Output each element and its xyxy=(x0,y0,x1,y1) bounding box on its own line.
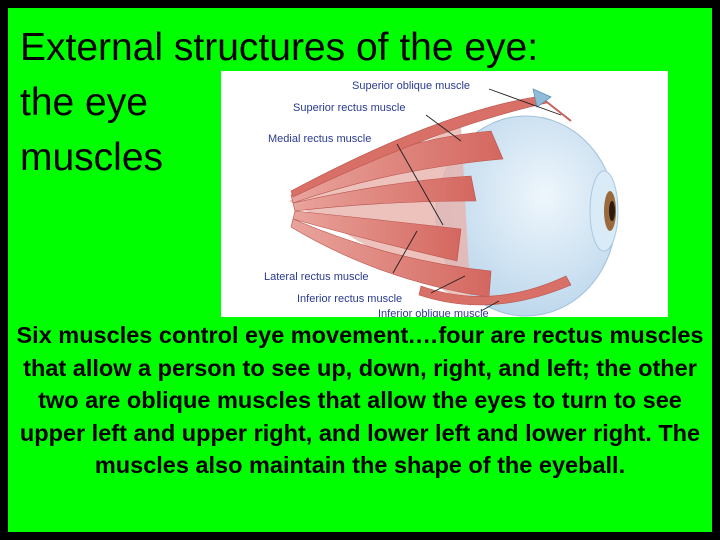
leader-superior-oblique xyxy=(488,88,562,116)
leader-medial-rectus xyxy=(396,143,444,226)
label-inferior-oblique-muscle: Inferior oblique muscle xyxy=(378,308,489,317)
title-line-3: muscles xyxy=(20,136,164,179)
label-inferior-rectus-muscle: Inferior rectus muscle xyxy=(297,293,402,305)
superior-oblique-tendon xyxy=(542,98,572,122)
slide: External structures of the eye: the eye … xyxy=(8,8,712,532)
slide-title: External structures of the eye: the eye … xyxy=(20,20,538,185)
leader-inferior-oblique xyxy=(480,300,500,312)
pupil xyxy=(609,201,615,221)
title-line-2: the eye xyxy=(20,81,148,124)
leader-inferior-rectus xyxy=(430,275,466,294)
eye-muscle-illustration: Superior oblique muscle Superior rectus … xyxy=(264,80,619,317)
medial-rectus-muscle xyxy=(292,175,477,212)
inferior-oblique-muscle xyxy=(418,275,572,306)
lateral-rectus-muscle xyxy=(292,210,462,262)
label-superior-rectus-muscle: Superior rectus muscle xyxy=(293,102,406,114)
leader-lateral-rectus xyxy=(392,230,418,274)
label-superior-oblique-muscle: Superior oblique muscle xyxy=(352,80,470,92)
title-line-1: External structures of the eye: xyxy=(20,26,539,69)
label-medial-rectus-muscle: Medial rectus muscle xyxy=(268,133,371,145)
trochlea xyxy=(532,88,552,108)
label-lateral-rectus-muscle: Lateral rectus muscle xyxy=(264,271,369,283)
eye-muscle-diagram: Superior oblique muscle Superior rectus … xyxy=(221,71,668,317)
slide-description: Six muscles control eye movement.…four a… xyxy=(16,322,704,478)
leader-superior-rectus xyxy=(425,114,462,142)
